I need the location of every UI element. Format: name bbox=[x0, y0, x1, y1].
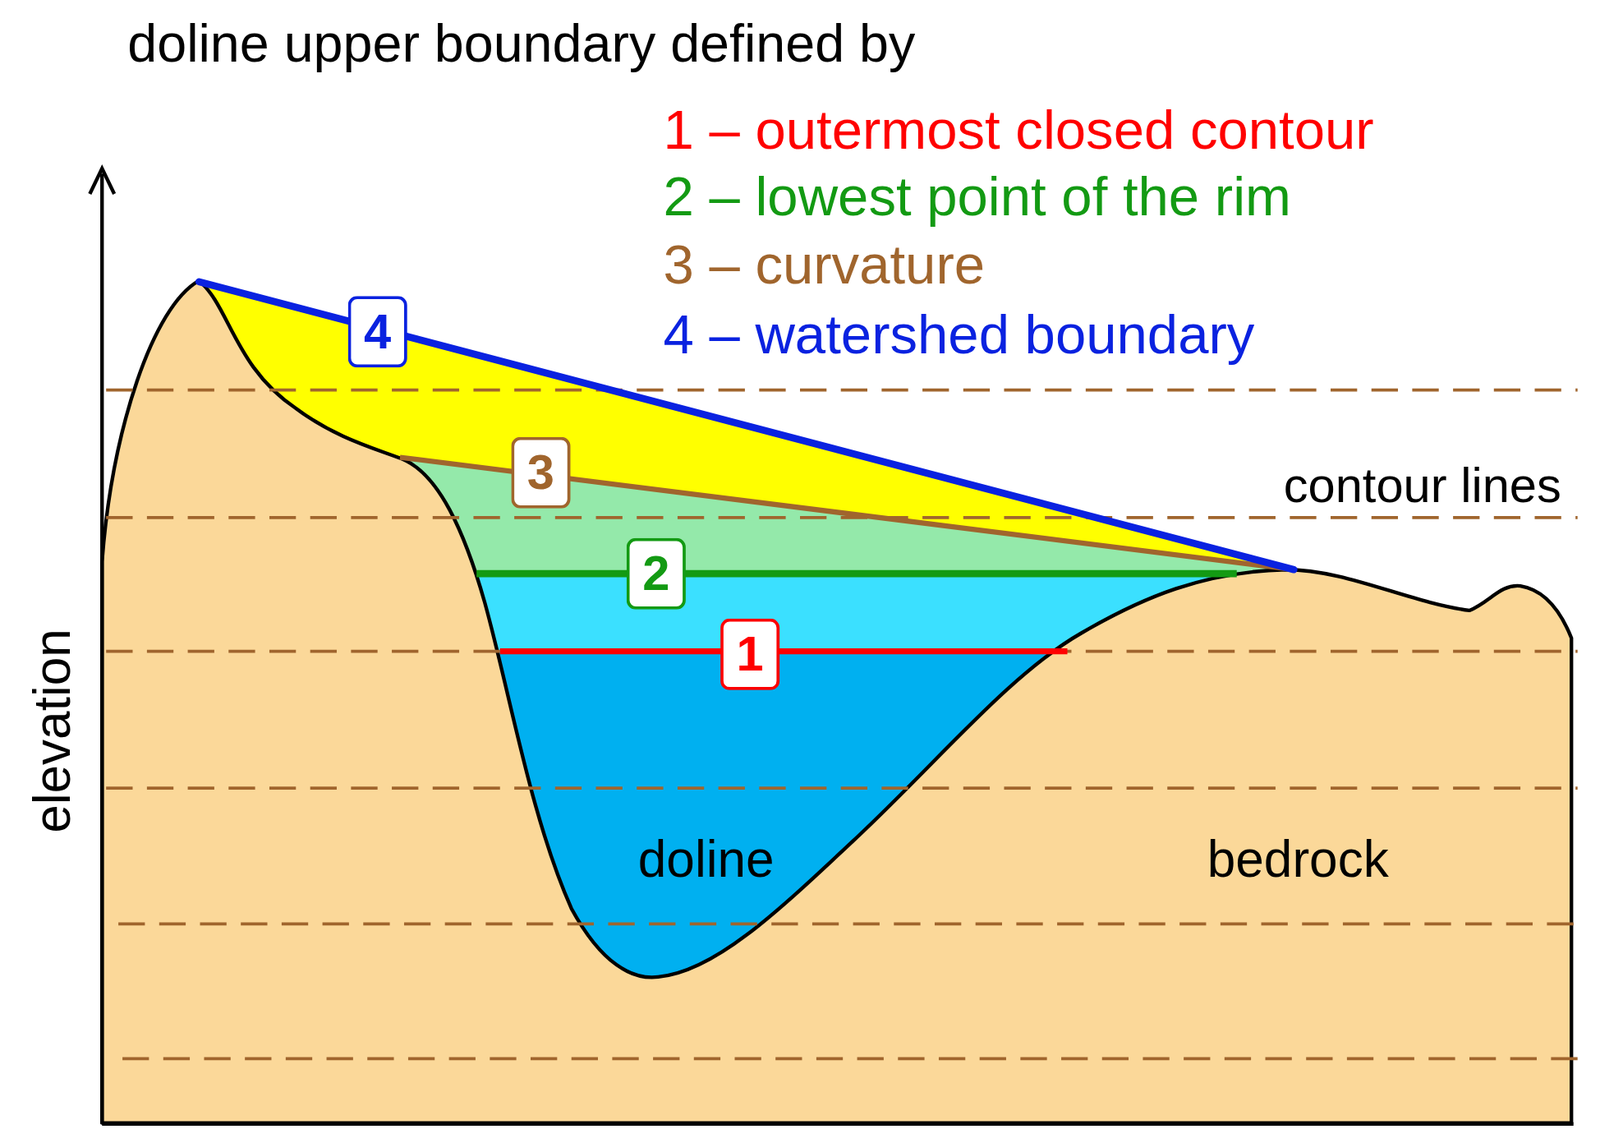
axis-note: contour lines bbox=[1283, 459, 1562, 514]
diagram-title: doline upper boundary defined by bbox=[127, 13, 915, 73]
contour-line bbox=[105, 786, 1578, 790]
y-axis bbox=[100, 173, 104, 1124]
legend-text: 1 – outermost closed contour bbox=[663, 99, 1375, 161]
contour-line bbox=[122, 1056, 1578, 1060]
region-label: doline bbox=[638, 831, 775, 888]
callout-box: 1 bbox=[720, 618, 780, 690]
callout-box: 3 bbox=[510, 436, 571, 509]
axes bbox=[89, 168, 1573, 1124]
contour-lines bbox=[105, 390, 1578, 1059]
legend-entry: 3 – curvature bbox=[663, 234, 986, 296]
callout-box: 4 bbox=[348, 295, 408, 368]
watershed-line bbox=[198, 281, 1294, 570]
axis-arrowhead bbox=[89, 168, 115, 194]
legend-text: 3 – curvature bbox=[663, 233, 986, 295]
callout-number: 4 bbox=[363, 307, 391, 357]
region-label: bedrock bbox=[1207, 831, 1389, 888]
contour-line bbox=[105, 515, 1578, 520]
closed-contour-line bbox=[500, 648, 1068, 654]
legend-entry: 2 – lowest point of the rim bbox=[663, 166, 1292, 228]
bedrock-profile bbox=[101, 280, 1572, 1123]
legend-entry: 4 – watershed boundary bbox=[663, 303, 1256, 365]
callout-number: 3 bbox=[527, 447, 555, 497]
callout-box: 2 bbox=[626, 537, 686, 610]
axis-title: elevation bbox=[24, 628, 81, 833]
x-axis bbox=[101, 1121, 1573, 1126]
legend-text: 2 – lowest point of the rim bbox=[663, 165, 1292, 227]
callout-number: 2 bbox=[642, 548, 670, 598]
legend-entry: 1 – outermost closed contour bbox=[663, 100, 1375, 161]
contour-line bbox=[105, 649, 1578, 653]
callout-number: 1 bbox=[736, 629, 764, 680]
rim-line bbox=[476, 570, 1237, 578]
legend-text: 4 – watershed boundary bbox=[663, 303, 1256, 365]
contour-line bbox=[118, 921, 1578, 925]
contour-line bbox=[105, 388, 1578, 392]
